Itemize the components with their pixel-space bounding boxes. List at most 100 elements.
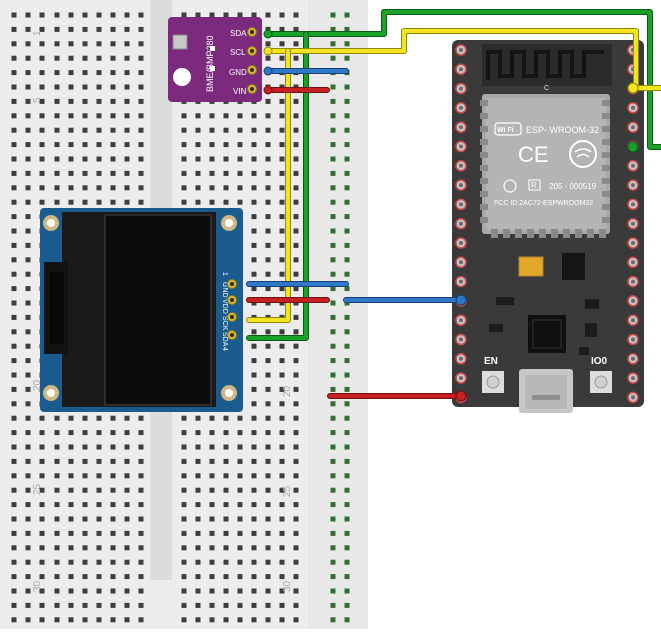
esp32-module-pad — [602, 113, 610, 119]
breadboard-hole — [279, 257, 285, 263]
breadboard-hole — [96, 199, 102, 205]
breadboard-hole — [330, 372, 336, 378]
esp32-module-pad — [551, 229, 558, 238]
breadboard-hole — [25, 70, 31, 76]
esp32-header-pin-hole — [631, 105, 635, 110]
esp32-module-pad — [602, 191, 610, 197]
esp32-header-pin-hole — [459, 318, 463, 323]
breadboard-hole — [251, 502, 257, 508]
breadboard-hole — [195, 502, 201, 508]
breadboard-hole — [265, 242, 271, 248]
en-button[interactable] — [482, 371, 504, 393]
breadboard-hole — [138, 602, 144, 608]
breadboard-hole — [25, 271, 31, 277]
breadboard-hole — [68, 502, 74, 508]
breadboard-hole — [251, 170, 257, 176]
breadboard-hole — [293, 516, 299, 522]
breadboard-hole — [195, 487, 201, 493]
breadboard-hole — [25, 156, 31, 162]
breadboard-hole — [344, 314, 350, 320]
breadboard-hole — [11, 358, 17, 364]
breadboard-hole — [96, 41, 102, 47]
breadboard-hole — [96, 487, 102, 493]
breadboard-hole — [11, 84, 17, 90]
oled-pins — [227, 279, 237, 340]
breadboard-hole — [344, 559, 350, 565]
breadboard-hole — [54, 41, 60, 47]
breadboard-hole — [293, 185, 299, 191]
breadboard-hole — [25, 329, 31, 335]
esp32-header-pin-hole — [459, 376, 463, 381]
breadboard-hole — [181, 617, 187, 623]
breadboard-hole — [237, 199, 243, 205]
breadboard-hole — [82, 415, 88, 421]
ce-circle-icon — [569, 140, 597, 168]
breadboard-hole — [110, 559, 116, 565]
esp32-header-pin-hole — [459, 125, 463, 130]
breadboard-hole — [344, 401, 350, 407]
breadboard-hole — [293, 588, 299, 594]
breadboard-hole — [124, 70, 130, 76]
breadboard-hole — [25, 343, 31, 349]
esp32-module-pad — [480, 191, 488, 197]
esp32-silk-c: C — [544, 85, 549, 92]
io0-button[interactable] — [590, 371, 612, 393]
micro-usb-port[interactable] — [519, 369, 573, 413]
breadboard-hole — [330, 26, 336, 32]
esp32-module-pad — [602, 152, 610, 158]
breadboard-hole — [124, 185, 130, 191]
breadboard-hole — [330, 386, 336, 392]
breadboard-hole — [68, 70, 74, 76]
breadboard-power-rail — [310, 0, 368, 629]
breadboard-hole — [265, 199, 271, 205]
breadboard-hole — [82, 26, 88, 32]
breadboard-hole — [11, 156, 17, 162]
breadboard-hole — [82, 559, 88, 565]
breadboard-hole — [237, 415, 243, 421]
breadboard-hole — [124, 84, 130, 90]
breadboard-hole — [279, 113, 285, 119]
breadboard-hole — [251, 242, 257, 248]
breadboard-hole — [124, 170, 130, 176]
breadboard-hole — [54, 559, 60, 565]
bme280-pin-label-sda: SDA — [230, 29, 247, 38]
breadboard-hole — [251, 228, 257, 234]
breadboard-hole — [279, 142, 285, 148]
breadboard-hole — [181, 170, 187, 176]
breadboard-hole — [96, 156, 102, 162]
breadboard-hole — [11, 545, 17, 551]
breadboard-hole — [124, 41, 130, 47]
breadboard-hole — [330, 401, 336, 407]
bme280-sensor: BME/BMP280 SDA SCL GND VIN — [168, 17, 262, 102]
breadboard-hole — [279, 127, 285, 133]
breadboard-hole — [293, 214, 299, 220]
breadboard-hole — [25, 12, 31, 18]
breadboard-hole — [138, 588, 144, 594]
breadboard-hole — [68, 530, 74, 536]
breadboard-hole — [237, 473, 243, 479]
breadboard-hole — [209, 185, 215, 191]
esp32-header-pin-hole — [631, 376, 635, 381]
breadboard-hole — [265, 617, 271, 623]
breadboard-hole — [138, 113, 144, 119]
breadboard-hole — [279, 487, 285, 493]
breadboard-hole — [195, 516, 201, 522]
breadboard-hole — [25, 314, 31, 320]
breadboard-hole — [68, 588, 74, 594]
breadboard-hole — [279, 170, 285, 176]
breadboard-hole — [330, 84, 336, 90]
breadboard-hole — [25, 559, 31, 565]
esp32-header-pin-hole — [459, 86, 463, 91]
oled-pin-label-vdd: VDD — [221, 299, 228, 314]
esp32-header-pin-hole — [459, 105, 463, 110]
breadboard-hole — [138, 574, 144, 580]
esp32-header-pin-hole — [459, 144, 463, 149]
breadboard-hole — [181, 574, 187, 580]
breadboard-hole — [330, 170, 336, 176]
breadboard-hole — [265, 574, 271, 580]
breadboard-hole — [344, 214, 350, 220]
breadboard-hole — [237, 574, 243, 580]
breadboard-hole — [11, 502, 17, 508]
breadboard-hole — [195, 473, 201, 479]
breadboard-hole — [110, 430, 116, 436]
